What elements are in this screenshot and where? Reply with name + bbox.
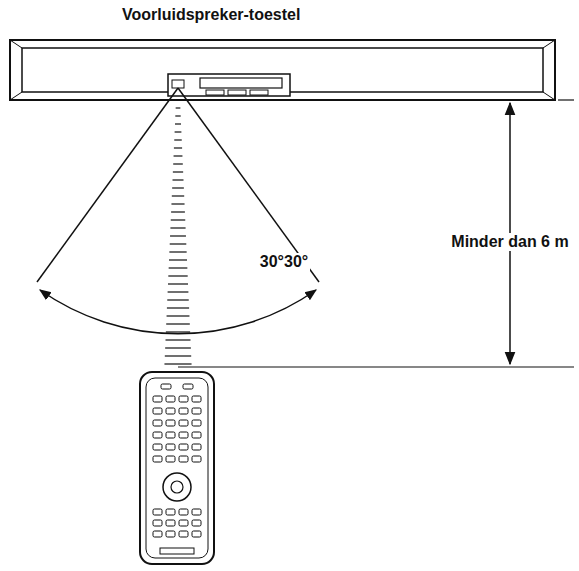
remote-button bbox=[192, 408, 201, 414]
beam-dash bbox=[168, 283, 188, 284]
beam-dash bbox=[166, 339, 191, 340]
remote-button bbox=[192, 444, 201, 450]
remote-button bbox=[179, 408, 188, 414]
remote-button bbox=[179, 509, 188, 515]
beam-dash bbox=[164, 363, 191, 364]
remote-button bbox=[153, 531, 162, 537]
remote-button bbox=[153, 432, 162, 438]
remote-button bbox=[183, 384, 193, 389]
beam-dash bbox=[174, 139, 182, 140]
remote-button bbox=[153, 509, 162, 515]
infrared-beam bbox=[164, 100, 191, 364]
remote-button bbox=[153, 456, 162, 462]
beam-dash bbox=[173, 171, 183, 172]
remote-button bbox=[153, 520, 162, 526]
remote-button bbox=[166, 444, 175, 450]
remote-button bbox=[192, 520, 201, 526]
beam-dash bbox=[168, 275, 187, 276]
beam-dash bbox=[173, 179, 184, 180]
remote-button bbox=[179, 520, 188, 526]
beam-dash bbox=[174, 147, 182, 148]
remote-button bbox=[179, 531, 188, 537]
remote-button bbox=[166, 408, 175, 414]
dimension-line bbox=[178, 100, 574, 367]
beam-dash bbox=[176, 107, 181, 108]
beam-dash bbox=[172, 195, 184, 196]
remote-button bbox=[153, 420, 162, 426]
remote-button bbox=[192, 432, 201, 438]
beam-dash bbox=[165, 347, 191, 348]
node-heading: Voorluidspreker-toestel bbox=[10, 6, 555, 24]
remote-button bbox=[166, 420, 175, 426]
remote-button bbox=[179, 396, 188, 402]
beam-dash bbox=[165, 355, 191, 356]
remote-button bbox=[166, 531, 175, 537]
remote-button bbox=[166, 456, 175, 462]
remote-button bbox=[192, 396, 201, 402]
remote-button bbox=[166, 520, 175, 526]
beam-dash bbox=[167, 299, 189, 300]
remote-control bbox=[140, 372, 214, 564]
beam-dash bbox=[167, 307, 189, 308]
beam-dash bbox=[166, 331, 190, 332]
remote-button bbox=[179, 456, 188, 462]
reception-cone bbox=[37, 88, 319, 334]
remote-button bbox=[179, 420, 188, 426]
beam-dash bbox=[166, 323, 190, 324]
beam-dash bbox=[171, 219, 186, 220]
beam-dash bbox=[175, 131, 182, 132]
speaker-unit bbox=[10, 40, 555, 100]
beam-dash bbox=[174, 155, 183, 156]
beam-dash bbox=[173, 163, 183, 164]
remote-button bbox=[166, 509, 175, 515]
beam-dash bbox=[172, 187, 184, 188]
beam-dash bbox=[170, 235, 186, 236]
remote-button bbox=[153, 408, 162, 414]
remote-button bbox=[192, 531, 201, 537]
remote-button bbox=[161, 384, 171, 389]
remote-button bbox=[153, 444, 162, 450]
beam-dash bbox=[169, 267, 188, 268]
remote-button bbox=[166, 396, 175, 402]
beam-dash bbox=[175, 123, 181, 124]
beam-dash bbox=[169, 259, 187, 260]
beam-dash bbox=[171, 203, 184, 204]
beam-dash bbox=[168, 291, 189, 292]
beam-dash bbox=[170, 227, 185, 228]
dimension-label: Minder dan 6 m bbox=[449, 233, 570, 251]
remote-button bbox=[179, 444, 188, 450]
remote-button bbox=[166, 432, 175, 438]
remote-button bbox=[179, 432, 188, 438]
beam-dash bbox=[170, 243, 187, 244]
remote-button bbox=[192, 509, 201, 515]
beam-dash bbox=[176, 99, 180, 100]
remote-button bbox=[153, 396, 162, 402]
angle-label: 30°30° bbox=[258, 253, 310, 271]
beam-dash bbox=[169, 251, 186, 252]
remote-button bbox=[192, 420, 201, 426]
remote-button bbox=[192, 456, 201, 462]
beam-dash bbox=[175, 115, 180, 116]
beam-dash bbox=[171, 211, 185, 212]
speaker-unit-box: Voorluidspreker-toestel bbox=[10, 6, 555, 102]
beam-dash bbox=[167, 315, 190, 316]
